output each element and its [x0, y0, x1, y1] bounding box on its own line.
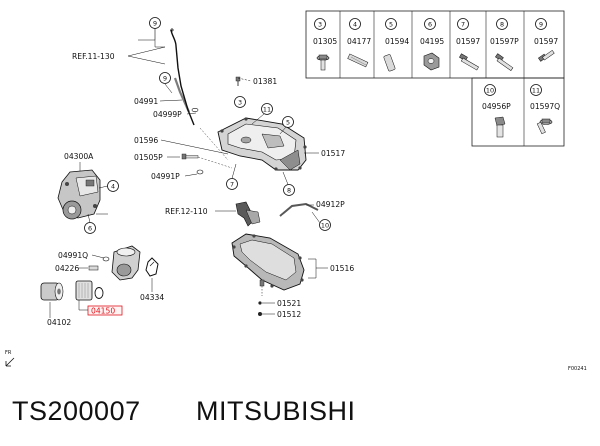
- label-01512: 01512: [277, 310, 301, 319]
- callout-10: 10: [321, 221, 329, 229]
- lower-oil-pan[interactable]: [231, 233, 305, 291]
- legend-part-01305: 01305: [313, 37, 337, 46]
- label-01517: 01517: [321, 149, 345, 158]
- part-01381[interactable]: 01381 3: [234, 76, 278, 108]
- label-04334: 04334: [140, 293, 164, 302]
- oil-filter-group: 04991Q 04226 04334: [40, 245, 164, 327]
- legend-part-04195: 04195: [420, 37, 444, 46]
- legend-item-01597Q[interactable]: 11 01597Q: [530, 84, 560, 135]
- callout-6: 6: [88, 224, 92, 232]
- long-bolt-icon: [495, 53, 514, 71]
- legend-part-04956P: 04956P: [482, 102, 511, 111]
- oil-strainer[interactable]: REF.12-110 04912P 10: [165, 200, 345, 231]
- legend-item-01597-b[interactable]: 9 01597: [534, 18, 558, 62]
- legend-item-01597[interactable]: 7 01597: [456, 18, 480, 71]
- upper-oil-pan[interactable]: [217, 117, 307, 171]
- footer-part-code: TS200007: [12, 396, 141, 426]
- label-01505P: 01505P: [134, 153, 163, 162]
- legend-item-01305[interactable]: 3 01305: [313, 18, 337, 71]
- label-04991Q: 04991Q: [58, 251, 88, 260]
- arrow-icon: [5, 357, 15, 367]
- legend-callout-9: 9: [539, 20, 543, 28]
- figure-code: F00241: [568, 366, 587, 372]
- label-04912P: 04912P: [316, 200, 345, 209]
- legend-part-01597P: 01597P: [490, 37, 519, 46]
- filter-element[interactable]: [75, 280, 93, 301]
- legend-part-01597Q: 01597Q: [530, 102, 560, 111]
- long-bolt-icon: [459, 53, 479, 71]
- label-04991: 04991: [134, 97, 158, 106]
- legend-callout-6: 6: [428, 20, 432, 28]
- callout-4: 4: [111, 182, 115, 190]
- bolt-01505P-icon: [181, 153, 199, 160]
- label-04150: 04150: [91, 307, 115, 316]
- legend-part-01597-b: 01597: [534, 37, 558, 46]
- oil-pump-assembly[interactable]: 04300A 4 6: [57, 152, 119, 234]
- legend-part-01597: 01597: [456, 37, 480, 46]
- callout-5: 5: [286, 118, 290, 126]
- footer-brand: MITSUBISHI: [196, 396, 356, 426]
- legend-callout-8: 8: [500, 20, 504, 28]
- filter-bracket[interactable]: [111, 245, 141, 281]
- label-01596: 01596: [134, 136, 158, 145]
- bracket-clip[interactable]: [145, 257, 159, 277]
- callout-9-lower: 9: [163, 74, 167, 82]
- lower-pan-labels: 01516 01521 01512: [258, 258, 354, 319]
- label-04226: 04226: [55, 264, 79, 273]
- label-04102: 04102: [47, 318, 71, 327]
- stud-bolt-icon: [347, 53, 369, 68]
- short-bolt-icon: [538, 49, 555, 62]
- highlighted-part-04150[interactable]: 04150: [87, 305, 123, 316]
- label-01521: 01521: [277, 299, 301, 308]
- front-direction-indicator: FR: [5, 350, 15, 367]
- callout-11: 11: [263, 105, 271, 113]
- legend-item-04195[interactable]: 6 04195: [420, 18, 444, 71]
- label-01381: 01381: [253, 77, 277, 86]
- flange-bolt-icon: [536, 118, 553, 135]
- legend-item-04177[interactable]: 4 04177: [347, 18, 371, 68]
- callout-7: 7: [230, 180, 234, 188]
- upper-pan-callouts: 11 5 01517 01596 01505P 04991P 7 8: [134, 103, 345, 196]
- o-ring-04150[interactable]: [94, 287, 104, 299]
- label-04991P: 04991P: [151, 172, 180, 181]
- legend-callout-5: 5: [389, 20, 393, 28]
- legend-item-01594[interactable]: 5 01594: [383, 18, 409, 72]
- label-01516: 01516: [330, 264, 354, 273]
- drain-bolt-icon: [494, 116, 506, 138]
- legend-item-01597P[interactable]: 8 01597P: [490, 18, 519, 71]
- drain-plug-icon: [259, 279, 265, 296]
- callout-8: 8: [287, 186, 291, 194]
- label-fr: FR: [5, 350, 12, 356]
- flange-bolt-icon: [316, 54, 330, 71]
- label-04999P: 04999P: [153, 110, 182, 119]
- label-ref-11-130: REF.11-130: [72, 52, 115, 61]
- dowel-pin-icon: [383, 54, 396, 72]
- legend-callout-11: 11: [532, 86, 540, 94]
- label-04300A: 04300A: [64, 152, 94, 161]
- callout-3: 3: [238, 98, 242, 106]
- legend-callout-4: 4: [353, 20, 357, 28]
- fastener-legend-box: 3 01305 4 04177 5 01594: [305, 10, 565, 147]
- legend-part-01594: 01594: [385, 37, 409, 46]
- legend-item-04956P[interactable]: 10 04956P: [482, 84, 511, 138]
- label-ref-12-110: REF.12-110: [165, 207, 208, 216]
- legend-callout-3: 3: [318, 20, 322, 28]
- legend-part-04177: 04177: [347, 37, 371, 46]
- oil-filter-cartridge[interactable]: [40, 282, 64, 301]
- legend-callout-10: 10: [486, 86, 494, 94]
- dipstick-group: 9 REF.11-130 9 04991 04999P: [72, 17, 199, 126]
- callout-9: 9: [153, 19, 157, 27]
- hex-nut-icon: [423, 52, 440, 71]
- legend-callout-7: 7: [461, 20, 465, 28]
